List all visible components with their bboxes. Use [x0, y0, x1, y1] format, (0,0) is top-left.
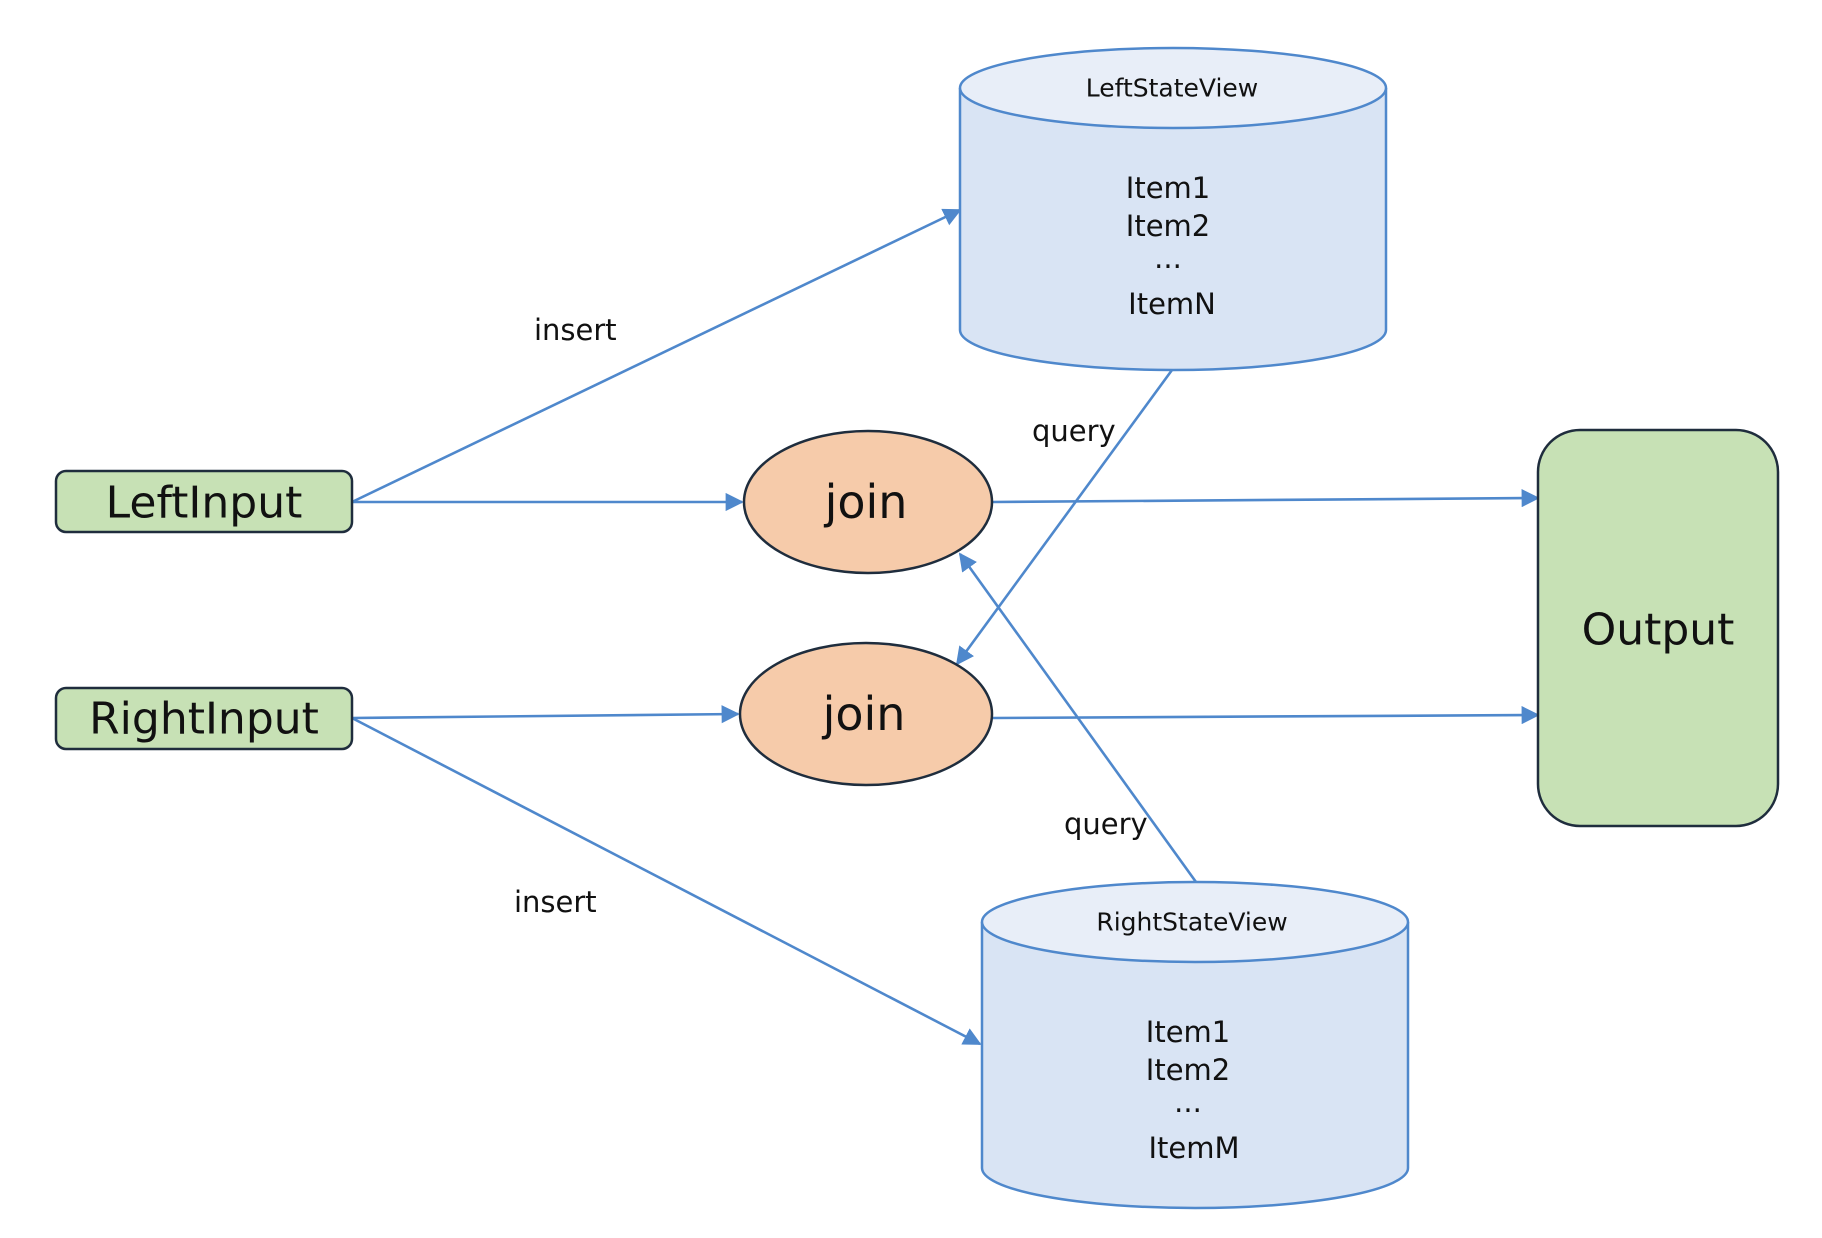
edge-rightinput-to-join-bottom	[351, 705, 740, 724]
edge-label-insert-left: insert	[534, 313, 617, 347]
left-state-view-item: ...	[1154, 241, 1182, 275]
left-input-node: LeftInput	[54, 469, 354, 534]
edges	[351, 208, 1540, 1046]
left-state-view-top	[958, 46, 1388, 130]
join-top-node: join	[742, 429, 994, 575]
left-state-view-title: LeftStateView	[1086, 74, 1259, 103]
join-bottom-label: join	[822, 687, 906, 741]
output-node: Output	[1536, 428, 1780, 828]
edge-leftstateview-query-to-join-bottom	[955, 369, 1174, 666]
right-state-view-title: RightStateView	[1096, 908, 1287, 937]
edge-label-insert-right: insert	[514, 885, 597, 919]
output-label: Output	[1582, 605, 1735, 656]
left-state-view-item: ItemN	[1128, 287, 1216, 321]
join-bottom-node: join	[738, 641, 994, 787]
left-state-view: LeftStateView Item1 Item2 ... ItemN	[958, 46, 1388, 372]
right-input-node: RightInput	[54, 686, 354, 751]
left-state-view-item: Item1	[1126, 171, 1210, 205]
right-state-view-item: ...	[1174, 1085, 1202, 1119]
left-input-box	[54, 469, 354, 534]
right-input-box	[54, 686, 354, 751]
right-state-view-top	[980, 880, 1410, 964]
right-state-view: RightStateView Item1 Item2 ... ItemM	[980, 880, 1410, 1210]
right-state-view-item: Item1	[1146, 1015, 1230, 1049]
edge-label-query-left: query	[1032, 414, 1116, 448]
join-top-label: join	[824, 475, 908, 529]
edge-join-bottom-to-output	[991, 705, 1540, 725]
edge-rightstateview-query-to-join-top	[958, 552, 1198, 883]
edge-leftinput-to-leftstateview	[351, 208, 962, 504]
join-top-ellipse	[742, 429, 994, 575]
output-box	[1536, 428, 1780, 828]
edge-join-top-to-output	[991, 489, 1540, 508]
left-state-view-body	[958, 88, 1388, 372]
right-input-label: RightInput	[89, 694, 319, 745]
left-input-label: LeftInput	[106, 478, 303, 529]
join-bottom-ellipse	[738, 641, 994, 787]
edge-rightinput-to-rightstateview	[351, 716, 982, 1046]
right-state-view-item: ItemM	[1148, 1131, 1239, 1165]
left-state-view-item: Item2	[1126, 209, 1210, 243]
right-state-view-item: Item2	[1146, 1053, 1230, 1087]
right-state-view-body	[980, 922, 1410, 1210]
edge-label-query-right: query	[1064, 807, 1148, 841]
